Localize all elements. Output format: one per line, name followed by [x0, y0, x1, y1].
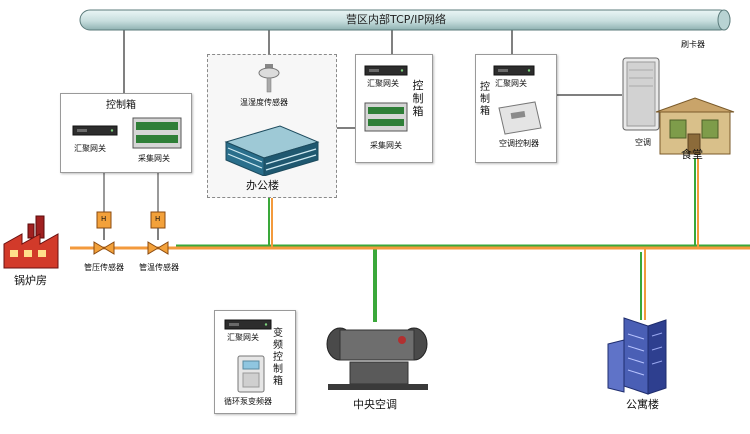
- temperature-sensor-label: 管温传感器: [139, 263, 179, 272]
- card-reader-terminal-icon: [622, 57, 660, 131]
- humidity-sensor-icon: [258, 64, 280, 93]
- collector-device-mid: [364, 102, 408, 132]
- canteen-building-icon: [655, 97, 735, 155]
- control-box-left-title: 控制箱: [106, 100, 136, 111]
- apartment-label: 公寓楼: [626, 398, 659, 411]
- gateway-device-vfd: [224, 319, 272, 330]
- collector-label-left: 采集网关: [138, 154, 170, 163]
- gateway-label-left: 汇聚网关: [74, 144, 106, 153]
- gateway-label-mid: 汇聚网关: [367, 79, 399, 88]
- humidity-sensor-label: 温湿度传感器: [240, 98, 288, 107]
- vfd-device-icon: [237, 355, 265, 393]
- chiller-label: 中央空调: [353, 398, 397, 411]
- pressure-sensor-icon: [93, 211, 115, 255]
- gateway-device-left: [72, 125, 118, 136]
- collector-device-left: [132, 117, 182, 149]
- collector-label-mid: 采集网关: [370, 141, 402, 150]
- control-box-right-title: 控制箱: [480, 82, 490, 117]
- ac-controller-label: 空调控制器: [499, 139, 539, 148]
- office-building-icon: [224, 125, 320, 176]
- pressure-sensor-glyph: H: [101, 215, 107, 223]
- card-reader-label: 刷卡器: [681, 40, 705, 49]
- network-bus: [79, 9, 731, 31]
- boiler-room-label: 锅炉房: [14, 274, 47, 287]
- vfd-box-title: 变频控制箱: [273, 328, 283, 387]
- temperature-sensor-glyph: H: [155, 215, 161, 223]
- ac-controller-device: [498, 101, 542, 135]
- gateway-device-right: [493, 65, 535, 76]
- gateway-label-right: 汇聚网关: [495, 79, 527, 88]
- apartment-building-icon: [607, 317, 667, 395]
- gateway-label-vfd: 汇聚网关: [227, 333, 259, 342]
- temperature-sensor-icon: [147, 211, 169, 255]
- office-building-label: 办公楼: [246, 179, 279, 192]
- gateway-device-mid: [364, 65, 408, 76]
- chiller-icon: [326, 327, 428, 390]
- vfd-label: 循环泵变频器: [224, 397, 272, 406]
- boiler-room-icon: [3, 215, 59, 269]
- canteen-ac-label: 空调: [635, 138, 651, 147]
- control-box-mid-title: 控制箱: [412, 79, 424, 118]
- pressure-sensor-label: 管压传感器: [84, 263, 124, 272]
- network-bus-label: 营区内部TCP/IP网络: [346, 13, 446, 26]
- canteen-label: 食堂: [681, 148, 703, 161]
